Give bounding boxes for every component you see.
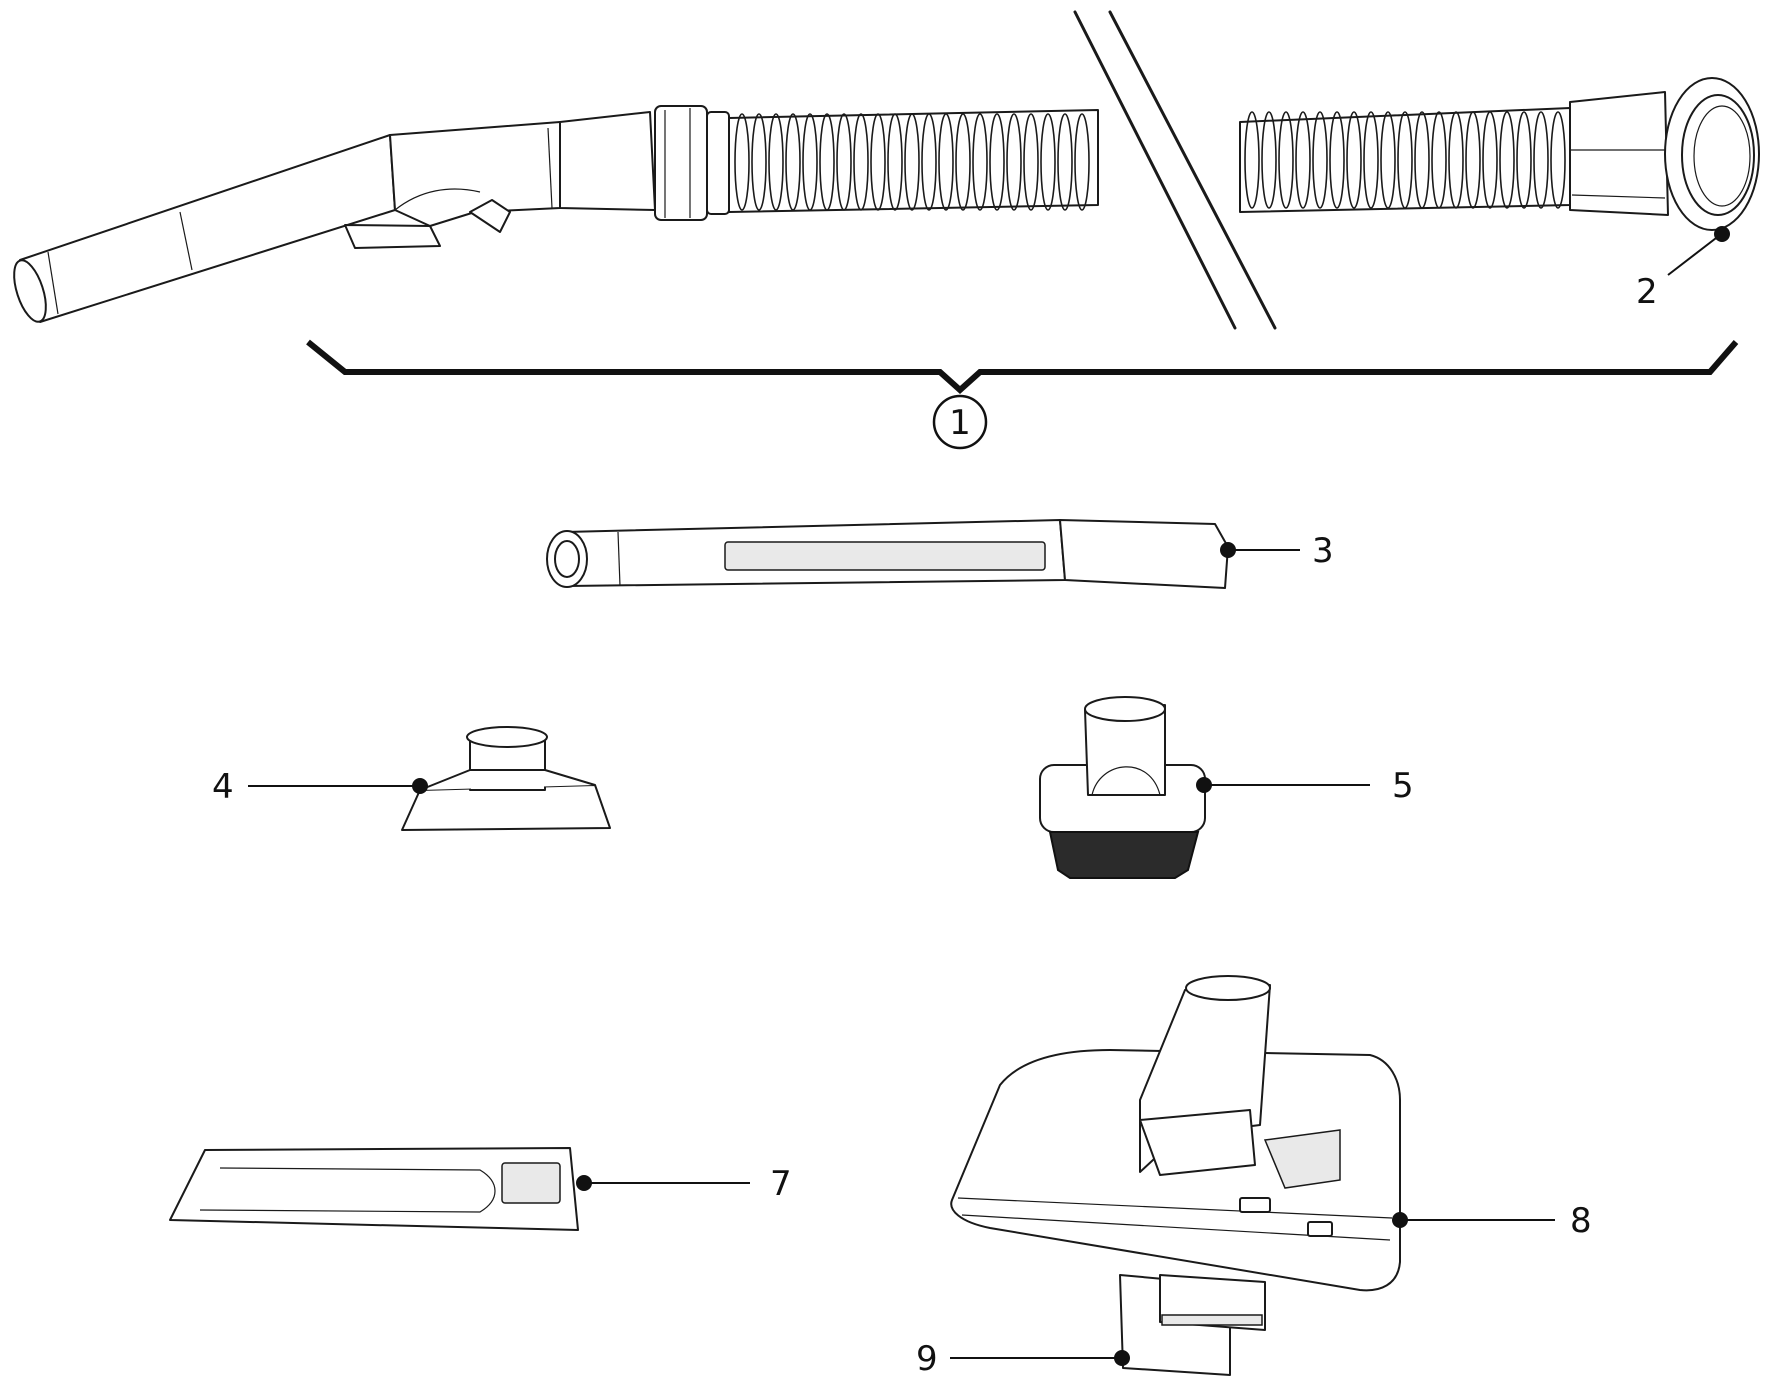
hose-rib bbox=[1057, 113, 1073, 211]
hose-rib bbox=[972, 113, 988, 211]
hose-rib bbox=[1261, 111, 1277, 209]
extension-wand bbox=[546, 519, 1229, 589]
dusting-brush bbox=[1039, 696, 1206, 879]
nozzle-insert bbox=[1119, 1274, 1266, 1376]
callout-9: 9 bbox=[916, 1339, 1130, 1379]
hose-rib bbox=[1040, 113, 1056, 211]
hose-end-connector bbox=[1569, 77, 1760, 231]
hose-rib bbox=[836, 113, 852, 211]
hose-rib bbox=[904, 113, 920, 211]
callout-5: 5 bbox=[1196, 766, 1414, 806]
callout-8-label: 8 bbox=[1570, 1201, 1592, 1241]
callout-2-label: 2 bbox=[1636, 272, 1658, 312]
hose-handle bbox=[13, 105, 730, 323]
hose-rib bbox=[751, 113, 767, 211]
hose-rib bbox=[768, 113, 784, 211]
callout-4-label: 4 bbox=[212, 767, 234, 807]
callout-1: 1 bbox=[932, 394, 988, 450]
hose-rib bbox=[1023, 113, 1039, 211]
hose-rib bbox=[1516, 111, 1532, 209]
callout-8: 8 bbox=[1392, 1201, 1592, 1241]
hose-rib bbox=[1482, 111, 1498, 209]
hose-rib bbox=[819, 113, 835, 211]
floor-nozzle bbox=[950, 975, 1401, 1292]
hose-rib bbox=[1312, 111, 1328, 209]
hose-rib bbox=[1448, 111, 1464, 209]
hose-rib bbox=[1550, 111, 1566, 209]
callout-7-label: 7 bbox=[770, 1164, 792, 1204]
callout-2: 2 bbox=[1636, 226, 1730, 312]
hose-rib bbox=[870, 113, 886, 211]
callout-4: 4 bbox=[212, 767, 428, 807]
callout-1-label: 1 bbox=[949, 403, 971, 443]
callout-3: 3 bbox=[1220, 531, 1334, 571]
hose-rib bbox=[1533, 111, 1549, 209]
hose-corrugated-left bbox=[728, 109, 1099, 213]
hose-corrugated-right bbox=[1239, 107, 1571, 213]
hose-rib bbox=[1074, 113, 1090, 211]
hose-rib bbox=[1414, 111, 1430, 209]
hose-rib bbox=[1397, 111, 1413, 209]
hose-rib bbox=[921, 113, 937, 211]
hose-rib bbox=[1329, 111, 1345, 209]
hose-rib bbox=[1006, 113, 1022, 211]
hose-rib bbox=[955, 113, 971, 211]
upholstery-nozzle bbox=[401, 726, 611, 831]
callout-7: 7 bbox=[576, 1164, 792, 1204]
hose-rib bbox=[989, 113, 1005, 211]
hose-rib bbox=[1244, 111, 1260, 209]
break-lines bbox=[1073, 10, 1277, 330]
callout-9-label: 9 bbox=[916, 1339, 938, 1379]
hose-rib bbox=[1380, 111, 1396, 209]
hose-assembly bbox=[13, 10, 1760, 395]
hose-rib bbox=[734, 113, 750, 211]
hose-rib bbox=[802, 113, 818, 211]
hose-rib bbox=[1465, 111, 1481, 209]
hose-rib bbox=[887, 113, 903, 211]
hose-rib bbox=[1431, 111, 1447, 209]
hose-rib bbox=[1363, 111, 1379, 209]
assembly-brace bbox=[306, 339, 1739, 395]
callout-3-label: 3 bbox=[1312, 531, 1334, 571]
hose-rib bbox=[938, 113, 954, 211]
hose-rib bbox=[1499, 111, 1515, 209]
crevice-tool bbox=[169, 1147, 579, 1231]
callout-5-label: 5 bbox=[1392, 766, 1414, 806]
hose-rib bbox=[785, 113, 801, 211]
hose-rib bbox=[853, 113, 869, 211]
hose-rib bbox=[1346, 111, 1362, 209]
hose-rib bbox=[1278, 111, 1294, 209]
hose-rib bbox=[1295, 111, 1311, 209]
